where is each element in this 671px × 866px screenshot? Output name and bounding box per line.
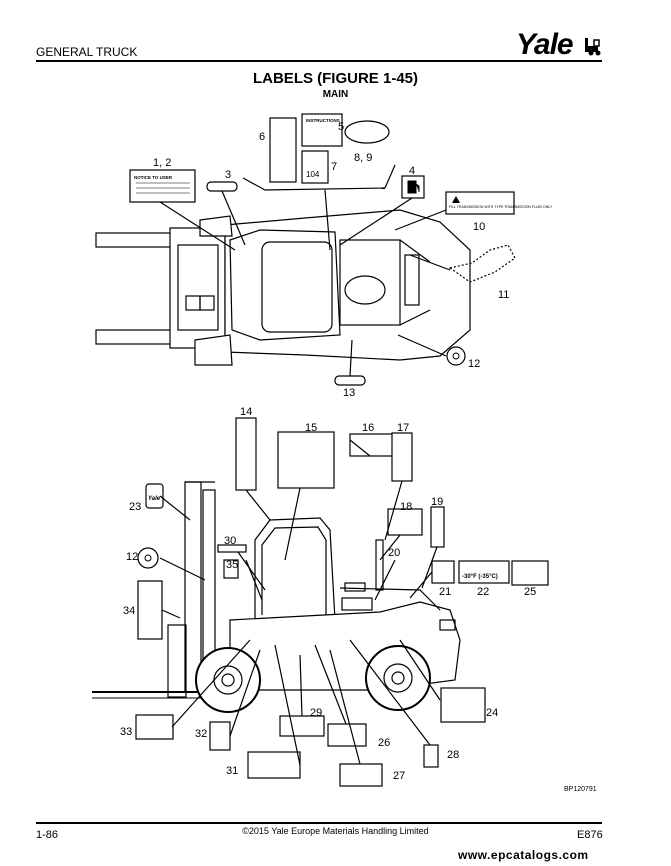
callout-4: 4 [409, 165, 415, 177]
callout-28: 28 [447, 749, 459, 761]
yale-small-text: Yale [148, 496, 161, 502]
figure-subtitle: MAIN [322, 89, 349, 100]
callout-17: 17 [397, 422, 409, 434]
callout-6: 6 [259, 131, 265, 143]
callout-21: 21 [439, 586, 451, 598]
callout-30: 30 [224, 535, 236, 547]
callout-24: 24 [486, 707, 498, 719]
callout-13: 13 [343, 387, 355, 399]
callout-19: 19 [431, 496, 443, 508]
callout-7: 7 [331, 161, 337, 173]
callout-35: 35 [226, 559, 238, 571]
callout-32: 32 [195, 728, 207, 740]
callout-18: 18 [400, 501, 412, 513]
callout-8-9: 8, 9 [354, 152, 372, 164]
footer-rule [36, 822, 602, 824]
callout-3: 3 [225, 169, 231, 181]
callout-23: 23 [129, 501, 141, 513]
figure-title: LABELS (FIGURE 1-45) [252, 70, 418, 87]
lift-hook-icon [452, 352, 460, 360]
callout-31: 31 [226, 765, 238, 777]
notice-user-text: NOTICE TO USER [134, 175, 173, 180]
temperature-text: -30°F (-35°C) [462, 574, 498, 580]
callout-27: 27 [393, 770, 405, 782]
callout-22: 22 [477, 586, 489, 598]
forklift-logo-icon [585, 38, 601, 56]
callout-33: 33 [120, 726, 132, 738]
callout-12-side: 12 [126, 551, 138, 563]
callout-26: 26 [378, 737, 390, 749]
callout-10: 10 [473, 221, 485, 233]
page-number: 1-86 [36, 829, 59, 841]
fuel-pump-icon [407, 180, 420, 194]
transmission-text: FILL TRANSMISSION WITH TYPE TRANSMISSION… [449, 205, 553, 209]
callout-15: 15 [305, 422, 317, 434]
watermark: www.epcatalogs.com [458, 848, 589, 862]
copyright: ©2015 Yale Europe Materials Handling Lim… [242, 826, 429, 836]
figure-code: BP120791 [564, 786, 597, 793]
header-rule [36, 60, 602, 62]
callout-12: 12 [468, 358, 480, 370]
model-code: E876 [577, 829, 603, 841]
section-title: GENERAL TRUCK [36, 45, 138, 59]
callout-5: 5 [338, 121, 344, 133]
callout-16: 16 [362, 422, 374, 434]
callout-14: 14 [240, 406, 252, 418]
warning-triangle-icon [452, 196, 460, 203]
gauge-text: 104 [306, 170, 320, 179]
yale-logo: Yale [516, 28, 574, 61]
lift-hook-icon-side [144, 554, 152, 562]
callout-1-2: 1, 2 [153, 157, 171, 169]
callout-20: 20 [388, 547, 400, 559]
instructions-text: INSTRUCTIONS [306, 118, 340, 123]
callout-25: 25 [524, 586, 536, 598]
callout-34: 34 [123, 605, 135, 617]
callout-11: 11 [498, 289, 509, 301]
callout-29: 29 [310, 707, 322, 719]
